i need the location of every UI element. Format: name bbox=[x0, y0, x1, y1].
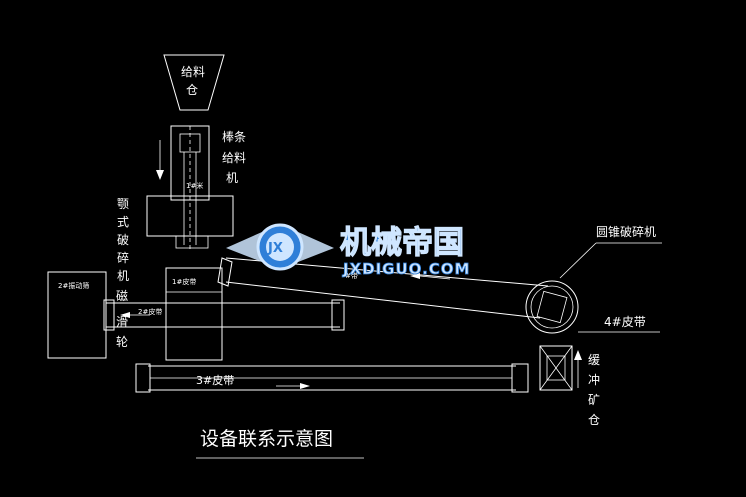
small-tag-upper: #带 bbox=[345, 272, 358, 280]
central-frame: 1#皮带 bbox=[165, 267, 223, 361]
title-text: 设备联系示意图 bbox=[200, 428, 333, 450]
diagram-title: 设备联系示意图 bbox=[196, 428, 364, 459]
feeder-label-line3: 机 bbox=[226, 171, 238, 185]
buffer-bin-label-4: 仓 bbox=[588, 413, 600, 427]
jaw-label-1: 颚 bbox=[117, 197, 129, 211]
feeder-belt-tag: 1#米 bbox=[186, 181, 203, 190]
magnet-label-1: 磁 bbox=[116, 288, 128, 303]
watermark-logo: JX 机械帝国 JXDIGUO.COM bbox=[226, 223, 470, 278]
buffer-bin-label-3: 矿 bbox=[588, 393, 600, 407]
vibrating-screen: 2#振动筛 bbox=[47, 271, 107, 359]
buffer-bin-label-1: 缓 bbox=[588, 353, 600, 367]
wing-left bbox=[226, 232, 262, 262]
belt-3: 3#皮带 bbox=[135, 363, 529, 393]
gear-inner bbox=[266, 233, 294, 261]
belt3-label: 3#皮带 bbox=[196, 374, 234, 387]
jaw-label-4: 碎 bbox=[117, 250, 129, 265]
belt2-label: 2#皮带 bbox=[138, 307, 162, 316]
jaw-label-2: 式 bbox=[117, 215, 129, 229]
watermark-cn: 机械帝国 bbox=[340, 225, 464, 261]
belt1-label-small: 1#皮带 bbox=[172, 277, 196, 286]
hopper-label-line1: 给料 bbox=[181, 65, 205, 79]
jaw-crusher: 颚 式 破 碎 机 bbox=[117, 195, 234, 283]
watermark-badge: JX bbox=[267, 241, 283, 256]
cone-crusher: 圆锥破碎机 bbox=[525, 224, 662, 334]
jaw-label-3: 破 bbox=[117, 232, 129, 247]
buffer-bin: 缓 冲 矿 仓 bbox=[539, 345, 600, 427]
bar-feeder: 1#米 棒条 给料 机 bbox=[170, 125, 246, 250]
jaw-label-5: 机 bbox=[117, 269, 129, 283]
flow-arrow-down bbox=[156, 140, 164, 180]
cone-crusher-label: 圆锥破碎机 bbox=[596, 224, 656, 239]
vibrating-screen-label: 2#振动筛 bbox=[58, 281, 89, 290]
feeder-label-line1: 棒条 bbox=[222, 130, 246, 144]
wing-right bbox=[298, 232, 334, 262]
belt4-label: 4#皮带 bbox=[604, 315, 646, 329]
belt-2: 2#皮带 bbox=[103, 299, 345, 331]
belt-4: 4#皮带 bbox=[578, 315, 660, 333]
hopper-label-line2: 仓 bbox=[186, 83, 198, 97]
buffer-bin-label-2: 冲 bbox=[588, 372, 600, 387]
magnet-label-2: 滑 bbox=[116, 315, 128, 329]
watermark-en: JXDIGUO.COM bbox=[342, 260, 470, 278]
magnet-label-3: 轮 bbox=[116, 335, 128, 349]
feed-hopper: 给料 仓 bbox=[163, 54, 225, 111]
feeder-label-line2: 给料 bbox=[222, 151, 246, 165]
